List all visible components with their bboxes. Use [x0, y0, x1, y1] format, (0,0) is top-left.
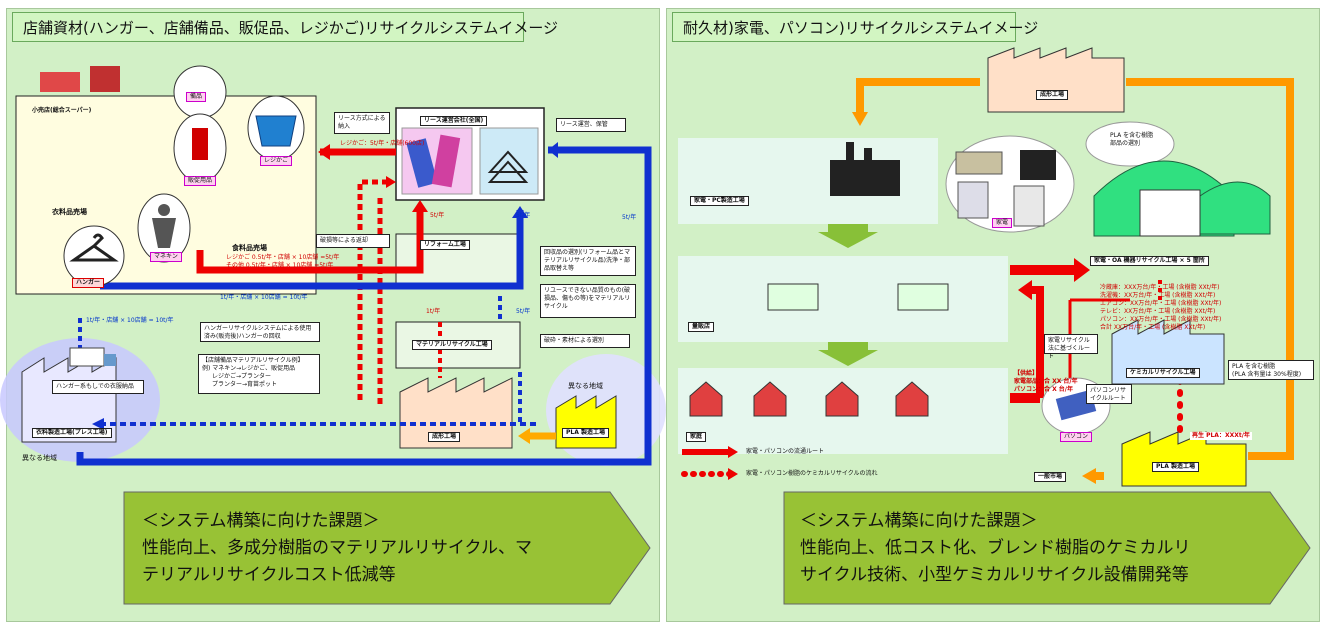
pla-select-label: PLA を含む樹脂部品の選別: [1110, 132, 1154, 147]
hanger-delivery-note: ハンガー系もしでの衣服納品: [52, 380, 144, 394]
left-title: 店舗資材(ハンガー、店舗備品、販促品、レジかご)リサイクルシステムイメージ: [12, 12, 558, 42]
truck-icon: [69, 347, 116, 367]
challenge-line1-left: 性能向上、多成分樹脂のマテリアルリサイクル、マ: [142, 538, 532, 558]
stat-line-1: 冷蔵庫：XXX万台/年・工場 (含樹脂 XXt/年): [1100, 284, 1220, 291]
clothing-floor-label: 衣料品売場: [52, 208, 87, 216]
legend-solid-label: 家電・パソコンの流通ルート: [746, 448, 825, 455]
promo-icon: [173, 113, 227, 183]
home-label: 家庭: [686, 432, 707, 442]
right-title: 耐久材)家電、パソコン)リサイクルシステムイメージ: [672, 12, 1038, 42]
right-molding-label: 成形工場: [1036, 90, 1069, 100]
example-line-2: レジかご→プランター: [212, 373, 272, 380]
flow-food-2: その他 0.5t/年・店舗 × 10店舗 =5t/年: [226, 262, 334, 269]
retailer-label: 量販店: [688, 322, 715, 332]
lease-building-icon: [406, 134, 461, 188]
supply-heading: 【供給】: [1014, 370, 1039, 377]
material-label: マテリアルリサイクル工場: [412, 340, 492, 350]
hanger-label: ハンガー: [72, 278, 105, 288]
challenge-heading-left: ＜システム構築に向けた課題＞: [142, 511, 380, 531]
challenge-line2-left: テリアルリサイクルコスト低減等: [142, 565, 396, 585]
law-route-note: 家電リサイクル法に基づくルート: [1044, 334, 1098, 360]
challenge-chevron-right: [783, 491, 1311, 605]
flow-basket-label: レジかご：5t/年・店舗(600店): [340, 140, 425, 147]
mannequin-icon: [137, 193, 191, 263]
clothing-factory-label: 衣料製造工場(プレス工場): [32, 428, 112, 438]
retailer-band: [678, 256, 1008, 342]
example-box: 【店舗備品マテリアルリサイクル例】 例) マネキン→レジかご、販促用品 レジかご…: [198, 354, 320, 394]
pla-select-ellipse: [1085, 121, 1175, 167]
appliance-label: 家電: [992, 218, 1013, 228]
pla-resin-note: PLA を含む樹脂 (PLA 含有量は 30%程度): [1228, 360, 1314, 380]
hangers-stack-icon: [487, 150, 529, 183]
supply-line1: 家電部品：合 XX 台/年: [1014, 378, 1078, 385]
example-title: 【店舗備品マテリアルリサイクル例】: [202, 357, 304, 364]
hanger-system-note: ハンガーリサイクルシステムによる使用済み(販売後)ハンガーの回収: [200, 322, 320, 342]
pc-route-note: パソコンリサイクルルート: [1086, 384, 1132, 404]
flow-c: 5t/年: [622, 214, 637, 221]
flow-d: 1t/年: [426, 308, 441, 315]
example-line-3: プランター→育苗ポット: [212, 381, 278, 388]
recycled-pla-label: 再生 PLA：XXXt/年: [1190, 432, 1252, 440]
stat-line-4: テレビ：XX万台/年・工場 (含樹脂 XXt/年): [1100, 308, 1216, 315]
hanger-icon: [63, 225, 125, 287]
fixtures-label: 備品: [186, 92, 207, 102]
down-arrow-2: [818, 342, 878, 366]
basket-label: レジかご: [260, 156, 293, 166]
example-line-1: 例) マネキン→レジかご、販促用品: [202, 365, 296, 372]
reuse-note: リユースできない品質のもの(破損品、傷もの等)をマテリアルリサイクル: [540, 284, 636, 318]
retailer-building-icon: [767, 283, 949, 311]
flow-hanger-1: 1t/年・店舗 × 10店舗 = 10t/年: [220, 294, 308, 301]
stat-line-2: 洗濯機：XX万台/年・工場 (含樹脂 XXt/年): [1100, 292, 1216, 299]
chem-plant-label: ケミカルリサイクル工場: [1126, 368, 1200, 378]
pla-left-label: PLA 製造工場: [562, 428, 609, 438]
pla-factory-right-shape: [1121, 431, 1247, 487]
pc-label: パソコン: [1060, 432, 1093, 442]
stat-line-6: 合計 XX万台/年・工場 (含樹脂 XXt/年): [1100, 324, 1206, 331]
flow-b: 5t/年: [516, 212, 531, 219]
challenge-line1-right: 性能向上、低コスト化、ブレンド樹脂のケミカルリ: [800, 538, 1191, 558]
reform-label: リフォーム工場: [420, 240, 470, 250]
lease-delivery-note: リース方式による納入: [334, 112, 390, 134]
molding-factory-shape: [399, 377, 513, 449]
home-houses-icon: [689, 381, 929, 417]
recycle-plant-building-icon: [1093, 160, 1271, 237]
flow-a: 5t/年: [430, 212, 445, 219]
supply-line2: パソコン：合 X 台/年: [1014, 386, 1073, 393]
mannequin-label: マネキン: [150, 252, 182, 262]
maker-label: 家電・PC製造工場: [690, 196, 749, 206]
flow-food-1: レジかご 0.5t/年・店舗 × 10店舗 =5t/年: [226, 254, 340, 261]
right-molding-factory-shape: [987, 47, 1125, 113]
store-label: 小売店(総合スーパー): [32, 107, 92, 114]
other-region-left-label: 異なる地域: [22, 454, 57, 462]
stat-line-3: エアコン：XX万台/年・工場 (含樹脂 XXt/年): [1100, 300, 1222, 307]
flow-hanger-2: 1t/年・店舗 × 10店舗 = 10t/年: [86, 317, 174, 324]
houses-icon: [40, 66, 120, 92]
broken-return-note: 破損等による返却: [316, 234, 390, 248]
down-arrow-1: [818, 224, 878, 248]
challenge-chevron-left: [123, 491, 651, 605]
promo-label: 販促用品: [184, 176, 217, 186]
maker-factory-icon: [830, 142, 900, 196]
legend-dotted-label: 家電・パソコン樹脂のケミカルリサイクルの流れ: [746, 470, 878, 477]
stat-line-5: パソコン：XX万台/年・工場 (含樹脂 XXt/年): [1100, 316, 1222, 323]
flow-e: 5t/年: [516, 308, 531, 315]
pla-resin-line1: PLA を含む樹脂: [1232, 363, 1276, 370]
lease-company-label: リース運営会社(全国): [420, 116, 488, 126]
food-floor-label: 食料品売場: [232, 244, 267, 252]
general-market-label: 一般市場: [1034, 472, 1067, 482]
basket-icon: [247, 95, 305, 161]
challenge-line2-right: サイクル技術、小型ケミカルリサイクル設備開発等: [800, 565, 1189, 585]
recycle-plant-label: 家電・OA 機器リサイクル工場 × 5 箇所: [1090, 256, 1209, 266]
pla-right-label: PLA 製造工場: [1152, 462, 1199, 472]
reform-note: 回収品の選別(リフォーム品とマテリアルリサイクル品)洗浄・部品取替え等: [540, 246, 636, 276]
crush-note: 破砕・素材による選別: [540, 334, 630, 348]
molding-label: 成形工場: [428, 432, 461, 442]
pla-resin-line2: (PLA 含有量は 30%程度): [1232, 371, 1302, 378]
lease-ops-note: リース運営、保管: [556, 118, 626, 132]
other-region-right-label: 異なる地域: [568, 382, 603, 390]
challenge-heading-right: ＜システム構築に向けた課題＞: [800, 511, 1038, 531]
